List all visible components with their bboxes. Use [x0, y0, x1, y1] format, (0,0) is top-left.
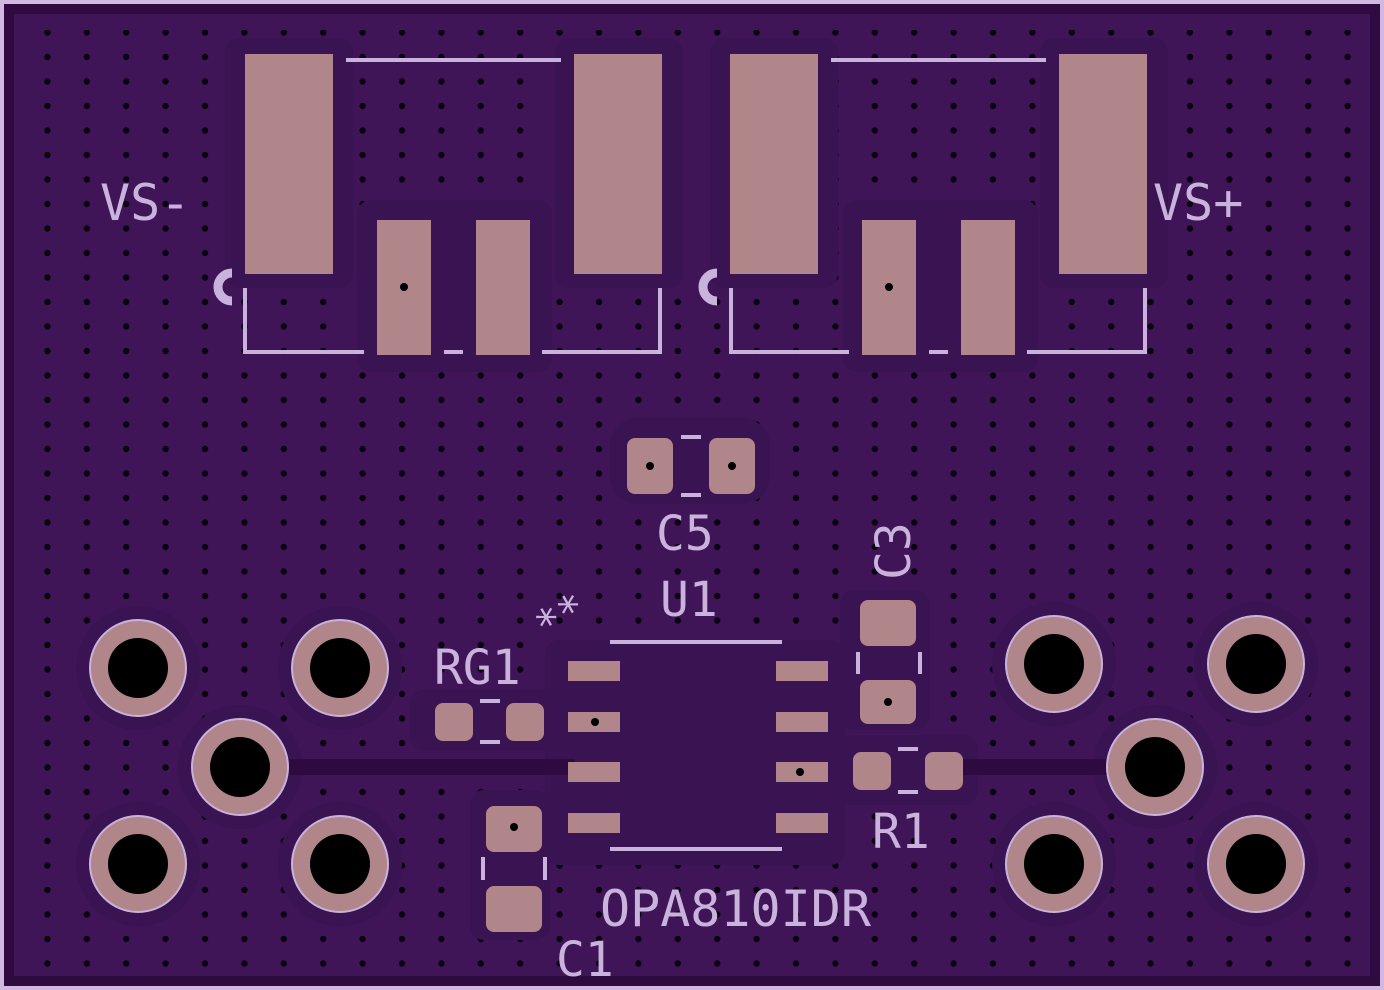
- pad: [1059, 54, 1147, 274]
- label-c3: C3: [866, 522, 922, 580]
- pad: [574, 54, 662, 274]
- pad: [730, 54, 818, 274]
- label-part-number: OPA810IDR: [600, 880, 872, 938]
- label-c5: C5: [656, 506, 714, 562]
- capacitor-c1: [481, 806, 547, 932]
- capacitor-c3: [856, 600, 922, 724]
- label-vs-minus: VS-: [100, 174, 190, 232]
- label-r1: R1: [872, 804, 930, 860]
- resistor-rg1: [435, 699, 544, 744]
- sma-connector-right: [1005, 615, 1305, 913]
- capacitor-c5: [627, 435, 755, 497]
- ic-u1: [568, 640, 828, 851]
- pad: [961, 220, 1015, 355]
- connector-vs-plus: [698, 54, 1147, 355]
- pad: [476, 220, 530, 355]
- label-rg1: RG1: [434, 640, 521, 696]
- pad: [245, 54, 333, 274]
- label-c1: C1: [556, 932, 614, 988]
- pin1-marker: [698, 268, 718, 306]
- sma-connector-left: [89, 619, 389, 913]
- connector-vs-minus: [213, 54, 662, 355]
- resistor-r1: [853, 747, 963, 794]
- label-u1: U1: [660, 572, 718, 628]
- pin1-marker: [213, 268, 233, 306]
- label-vs-plus: VS+: [1153, 174, 1243, 232]
